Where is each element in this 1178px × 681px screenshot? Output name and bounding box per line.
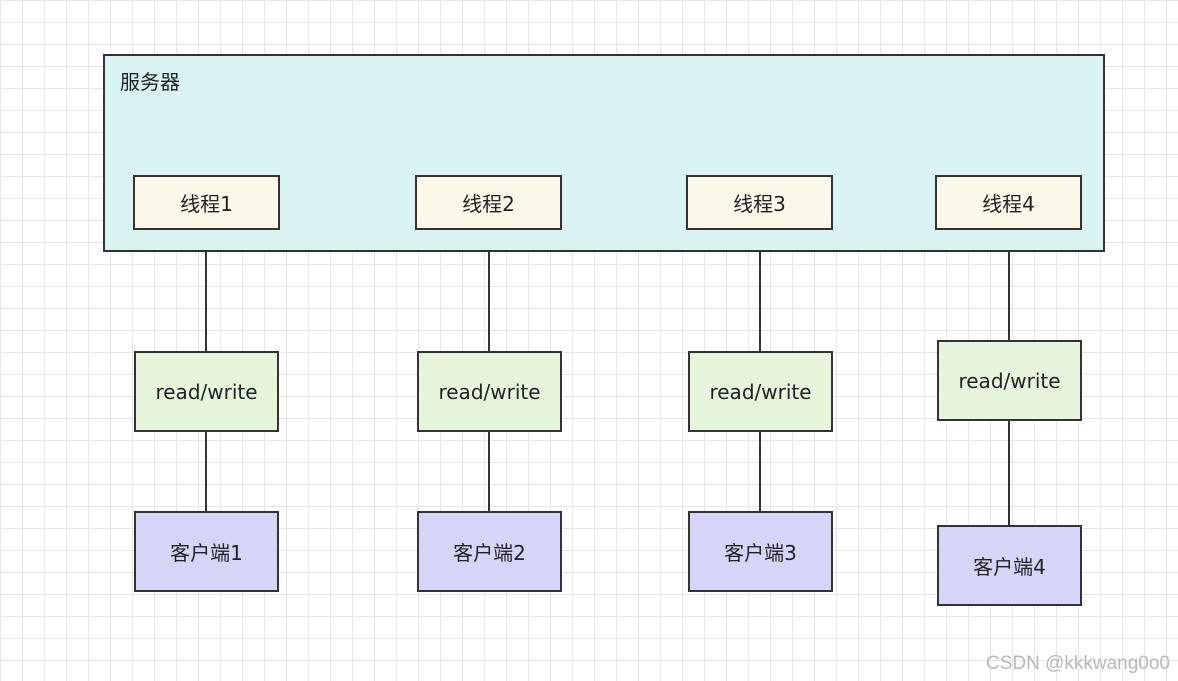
thread-box-3: 线程3: [686, 175, 833, 230]
server-label: 服务器: [120, 70, 180, 94]
read-write-box-2: read/write: [417, 351, 562, 432]
read-write-box-1: read/write: [134, 351, 279, 432]
thread-box-2: 线程2: [415, 175, 562, 230]
watermark: CSDN @kkkwang0o0: [985, 653, 1170, 674]
thread-box-1: 线程1: [133, 175, 280, 230]
client-box-3: 客户端3: [688, 511, 833, 592]
read-write-box-3: read/write: [688, 351, 833, 432]
thread-box-4: 线程4: [935, 175, 1082, 230]
client-box-1: 客户端1: [134, 511, 279, 592]
client-box-4: 客户端4: [937, 525, 1082, 606]
client-box-2: 客户端2: [417, 511, 562, 592]
read-write-box-4: read/write: [937, 340, 1082, 421]
